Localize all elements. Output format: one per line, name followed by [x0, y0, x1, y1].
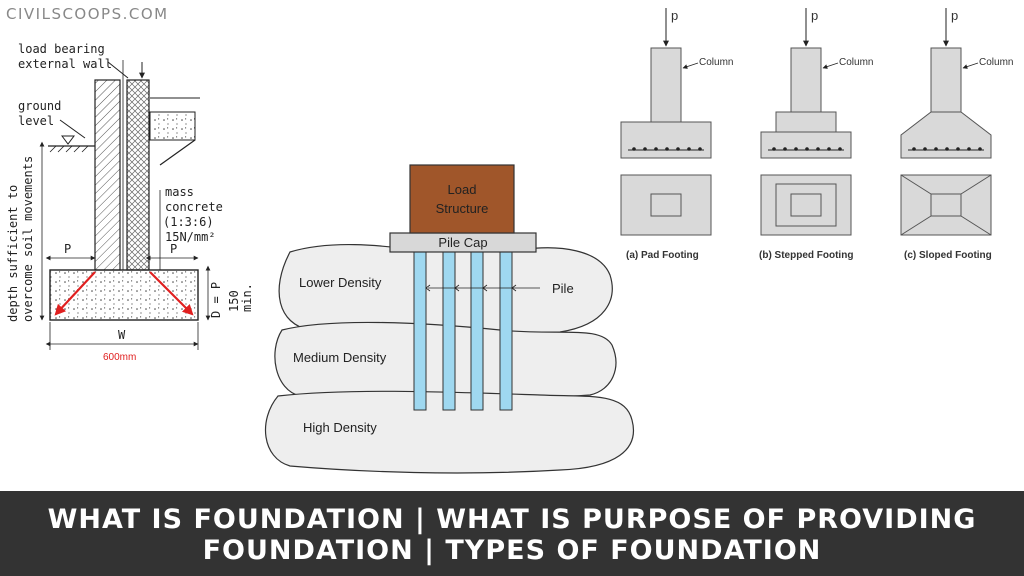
concrete-label-line1: mass — [165, 185, 194, 199]
pile-2 — [442, 251, 456, 411]
rebar-dot — [945, 147, 949, 151]
rebar-dot — [698, 147, 702, 151]
rebar-dot — [654, 147, 658, 151]
dim-150: 150 — [227, 290, 241, 312]
concrete-label-line4: 15N/mm² — [165, 230, 216, 244]
site-logo: CIVILSCOOPS.COM — [6, 5, 169, 23]
dim-p-right: P — [170, 242, 177, 256]
load-spread-arrow-right — [149, 271, 194, 316]
caption-sloped: (c) Sloped Footing — [904, 250, 992, 261]
page-title-line1: WHAT IS FOUNDATION | WHAT IS PURPOSE OF … — [47, 504, 977, 535]
concrete-label-line2: concrete — [165, 200, 223, 214]
sloped-footing: p Column (c) Sloped Footing — [900, 8, 1013, 261]
pile-foundation-diagram: Lower Density Medium Density High Densit… — [264, 164, 634, 474]
wall-label-line2: external wall — [18, 57, 112, 71]
rebar-dot — [805, 147, 809, 151]
rebar-dot — [912, 147, 916, 151]
ground-level-symbol — [61, 135, 75, 145]
floor-slab — [149, 111, 196, 141]
rebar-dot — [632, 147, 636, 151]
page-title: WHAT IS FOUNDATION | WHAT IS PURPOSE OF … — [0, 504, 1024, 566]
column-label-a: Column — [699, 57, 733, 68]
caption-pad: (a) Pad Footing — [626, 250, 699, 261]
load-p-a: p — [671, 8, 678, 23]
title-banner — [0, 491, 1024, 576]
pile-1 — [413, 251, 427, 411]
layer-label-lower: Lower Density — [299, 275, 382, 290]
rebar-dot — [956, 147, 960, 151]
ground-leader — [59, 119, 86, 139]
rebar-dot — [934, 147, 938, 151]
ground-label-line1: ground — [18, 99, 61, 113]
stepped-footing: p Column (b) Stepped Footing — [759, 8, 873, 261]
rebar-dot — [827, 147, 831, 151]
rebar-dot — [923, 147, 927, 151]
dim-d-equals-p: D = P — [209, 282, 223, 318]
strip-footing-diagram: load bearing external wall ground level … — [6, 42, 254, 363]
page-title-line2: FOUNDATION | TYPES OF FOUNDATION — [202, 535, 822, 566]
rebar-dot — [794, 147, 798, 151]
ground-label-line2: level — [18, 114, 54, 128]
outer-wall-leaf — [94, 79, 121, 271]
dim-p-left: P — [64, 242, 71, 256]
rebar-dot — [772, 147, 776, 151]
column-label-c: Column — [979, 57, 1013, 68]
dim-min: min. — [240, 283, 254, 312]
rebar-dot — [783, 147, 787, 151]
dim-600mm: 600mm — [103, 352, 136, 363]
dim-w: W — [118, 328, 126, 342]
wall-label-line1: load bearing — [18, 42, 105, 56]
caption-stepped: (b) Stepped Footing — [759, 250, 853, 261]
pad-footing: p Column (a) Pad Footing — [620, 8, 733, 261]
inner-wall-leaf — [126, 79, 150, 271]
column-label-b: Column — [839, 57, 873, 68]
rebar-dot — [816, 147, 820, 151]
depth-label-line1: depth sufficient to — [6, 185, 20, 322]
concrete-label-line3: (1:3:6) — [163, 215, 214, 229]
rebar-dot — [978, 147, 982, 151]
pile-label: Pile — [552, 281, 574, 296]
load-p-c: p — [951, 8, 958, 23]
load-p-b: p — [811, 8, 818, 23]
load-label-line1: Load — [448, 182, 477, 197]
load-structure-block — [409, 164, 515, 234]
pile-3 — [470, 251, 484, 411]
pile-cap-label: Pile Cap — [438, 235, 487, 250]
rebar-dot — [838, 147, 842, 151]
load-spread-arrow-left — [54, 271, 96, 316]
pile-4 — [499, 251, 513, 411]
layer-label-high: High Density — [303, 420, 377, 435]
rebar-dot — [967, 147, 971, 151]
rebar-dot — [676, 147, 680, 151]
footing-types-diagram: p Column (a) Pad Footing p Column (b) St… — [620, 8, 1013, 261]
wall-leader — [107, 61, 129, 79]
rebar-dot — [665, 147, 669, 151]
rebar-dot — [643, 147, 647, 151]
load-label-line2: Structure — [436, 201, 489, 216]
depth-label-line2: overcome soil movements — [21, 156, 35, 322]
rebar-dot — [687, 147, 691, 151]
layer-label-medium: Medium Density — [293, 350, 387, 365]
